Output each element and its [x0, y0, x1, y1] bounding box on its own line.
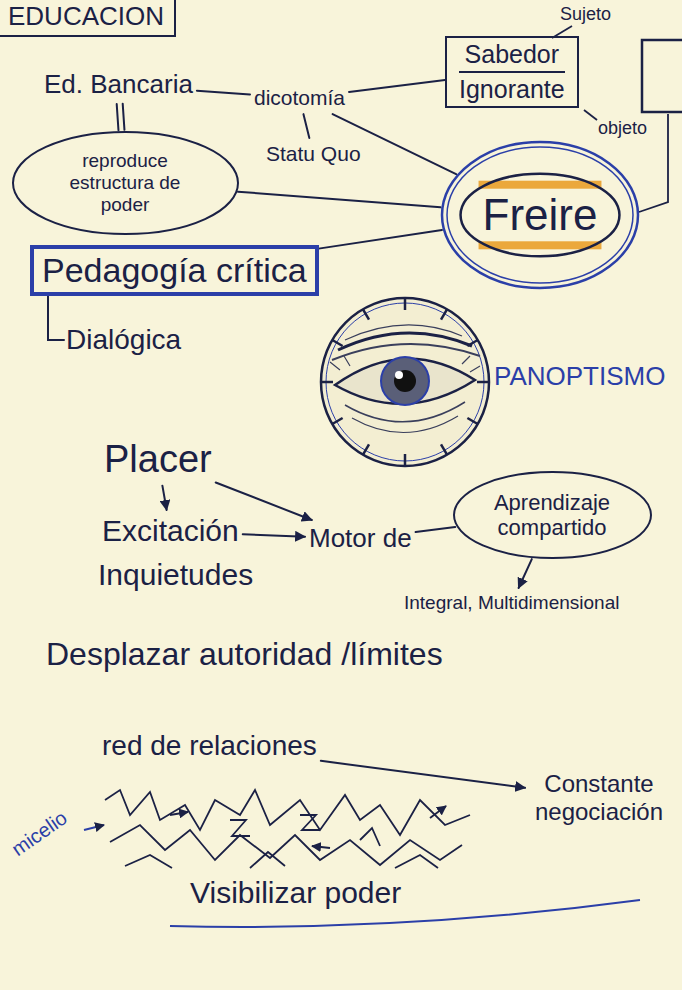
topic-text: Statu Quo [262, 138, 365, 170]
node-text: Sabedor [459, 40, 565, 73]
node-text: Motor de [309, 524, 412, 554]
highlight-bar [479, 181, 602, 189]
idea-cloud: Aprendizaje compartido [452, 470, 653, 560]
connector-line [197, 91, 250, 95]
connector-line [243, 534, 305, 537]
node-text: Integral, Multidimensional [404, 592, 619, 614]
connector-line [319, 230, 442, 249]
connector-line [48, 296, 64, 340]
topic-text: Inquietudes [98, 558, 253, 593]
topic-text: Visibilizar poder [190, 876, 401, 911]
concept-label: PANOPTISMO [494, 362, 665, 392]
connector-line [349, 80, 445, 92]
author-circle: Freire [440, 140, 640, 290]
eye-illustration [321, 298, 489, 466]
connector-line [162, 486, 166, 510]
topic-text: Ed. Bancaria [40, 66, 197, 104]
connector-line [416, 527, 456, 532]
title-text: EDUCACION [8, 2, 164, 32]
connector-line [117, 104, 119, 130]
outer-ring [442, 142, 638, 288]
connector [243, 534, 305, 537]
node-text: Ignorante [459, 73, 565, 104]
annotation: Sujeto [560, 4, 611, 25]
leader-line [584, 110, 597, 120]
topic-text: red de relaciones [98, 726, 321, 766]
node-text: Freire [483, 190, 598, 241]
node-text: reproduce estructura de poder [50, 150, 200, 216]
inner-ring [461, 174, 620, 257]
connector [117, 104, 125, 131]
idea-oval: reproduce estructura de poder [11, 130, 240, 236]
oval-outline [13, 132, 238, 234]
connector [349, 80, 445, 92]
topic-text: Constante negociación [525, 766, 673, 829]
connector [519, 559, 532, 588]
topic-text: Integral, Multidimensional [400, 588, 623, 618]
connector-line [321, 761, 525, 788]
outer-ring [447, 147, 633, 283]
pointer-arrow [84, 825, 104, 830]
connector-line [238, 192, 441, 208]
topic-text: Excitación [98, 510, 243, 553]
topic-text: dicotomía [250, 82, 349, 114]
node-text: Dialógica [66, 324, 181, 356]
empty-box [642, 40, 682, 112]
topic-text: Dialógica [62, 320, 185, 360]
connector [319, 230, 442, 249]
node-text: Placer [104, 438, 212, 482]
topic-text: Motor de [305, 520, 416, 558]
connector [303, 114, 309, 138]
network-scribble [105, 790, 470, 868]
node-text: Ed. Bancaria [44, 70, 193, 100]
node-text: Constante negociación [529, 770, 669, 825]
connector-line [303, 114, 309, 138]
node-text: Pedagogía crítica [42, 251, 307, 290]
annotation: micelio [7, 806, 71, 861]
oval-outline [454, 472, 651, 558]
topic-text: Desplazar autoridad /límites [46, 636, 443, 673]
connector [238, 192, 441, 208]
node-text: red de relaciones [102, 730, 317, 762]
connector [416, 527, 456, 532]
connector-line [519, 559, 532, 588]
connector [197, 91, 250, 95]
highlight-bar [479, 241, 602, 249]
dichotomy-box: SabedorIgnorante [445, 36, 579, 108]
concept-box: Pedagogía crítica [30, 245, 319, 296]
node-text: dicotomía [254, 86, 345, 110]
connector [162, 486, 166, 510]
connector [321, 761, 525, 788]
node-text: Excitación [102, 514, 239, 549]
connector [48, 296, 64, 340]
node-text: Statu Quo [266, 142, 361, 166]
title-box: EDUCACION [0, 0, 176, 37]
topic-text: Placer [100, 434, 216, 486]
node-text: Aprendizaje compartido [487, 490, 617, 541]
connector-line [123, 104, 125, 130]
annotation: objeto [598, 118, 647, 139]
